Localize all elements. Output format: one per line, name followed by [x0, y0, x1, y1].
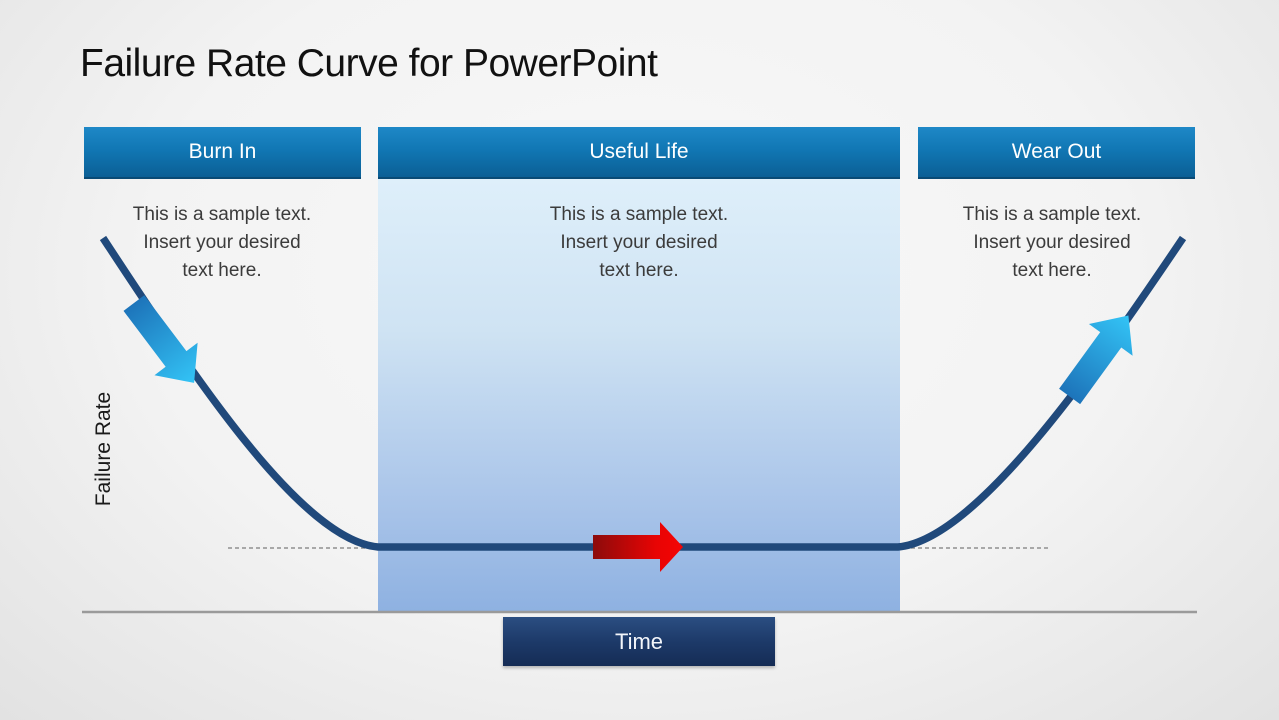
- phase-header-burn-in: Burn In: [84, 127, 361, 179]
- phase-header-wear-out: Wear Out: [918, 127, 1195, 179]
- useful-life-arrow: [593, 522, 683, 572]
- page-title: Failure Rate Curve for PowerPoint: [80, 42, 658, 85]
- burn-in-arrow: [123, 295, 198, 383]
- bathtub-curve: [99, 235, 1187, 551]
- wear-out-arrow: [1059, 315, 1133, 405]
- x-axis-label: Time: [503, 617, 775, 666]
- sample-text-useful-life: This is a sample text. Insert your desir…: [549, 204, 729, 281]
- sample-text-burn-in: This is a sample text. Insert your desir…: [132, 204, 312, 281]
- phase-header-useful-life: Useful Life: [378, 127, 900, 179]
- sample-text-wear-out: This is a sample text. Insert your desir…: [962, 204, 1142, 281]
